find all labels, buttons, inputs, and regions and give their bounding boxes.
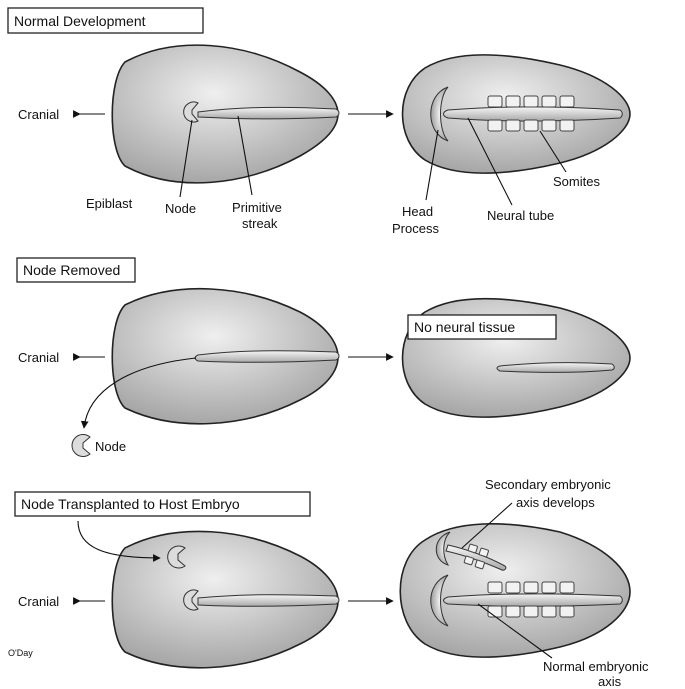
neural-tube — [444, 107, 623, 121]
label-head: Head — [402, 204, 433, 219]
label-somites: Somites — [553, 174, 600, 189]
label-node: Node — [165, 201, 196, 216]
label-cranial-3: Cranial — [18, 594, 59, 609]
label-normal-axis-2: axis — [598, 674, 622, 689]
title-normal-development: Normal Development — [8, 8, 203, 33]
svg-text:Node Removed: Node Removed — [23, 262, 120, 278]
label-process: Process — [392, 221, 439, 236]
host-primitive-streak — [198, 595, 339, 607]
label-normal-axis-1: Normal embryonic — [543, 659, 649, 674]
label-epiblast: Epiblast — [86, 196, 133, 211]
primary-neural-tube — [444, 594, 623, 606]
label-cranial: Cranial — [18, 107, 59, 122]
label-streak: streak — [242, 216, 278, 231]
label-cranial-2: Cranial — [18, 350, 59, 365]
label-primitive: Primitive — [232, 200, 282, 215]
svg-text:No neural tissue: No neural tissue — [414, 319, 515, 335]
credit-text: O'Day — [8, 648, 33, 658]
label-neural-tube: Neural tube — [487, 208, 554, 223]
title-no-neural-tissue: No neural tissue — [408, 315, 556, 339]
svg-text:Node Transplanted to Host Embr: Node Transplanted to Host Embryo — [21, 496, 240, 512]
label-removed-node: Node — [95, 439, 126, 454]
svg-text:Normal Development: Normal Development — [14, 13, 146, 29]
label-secondary-axis-2: axis develops — [516, 495, 595, 510]
title-node-removed: Node Removed — [17, 258, 135, 282]
removed-node-icon — [72, 435, 90, 457]
title-node-transplanted: Node Transplanted to Host Embryo — [15, 492, 310, 516]
label-secondary-axis-1: Secondary embryonic — [485, 477, 611, 492]
